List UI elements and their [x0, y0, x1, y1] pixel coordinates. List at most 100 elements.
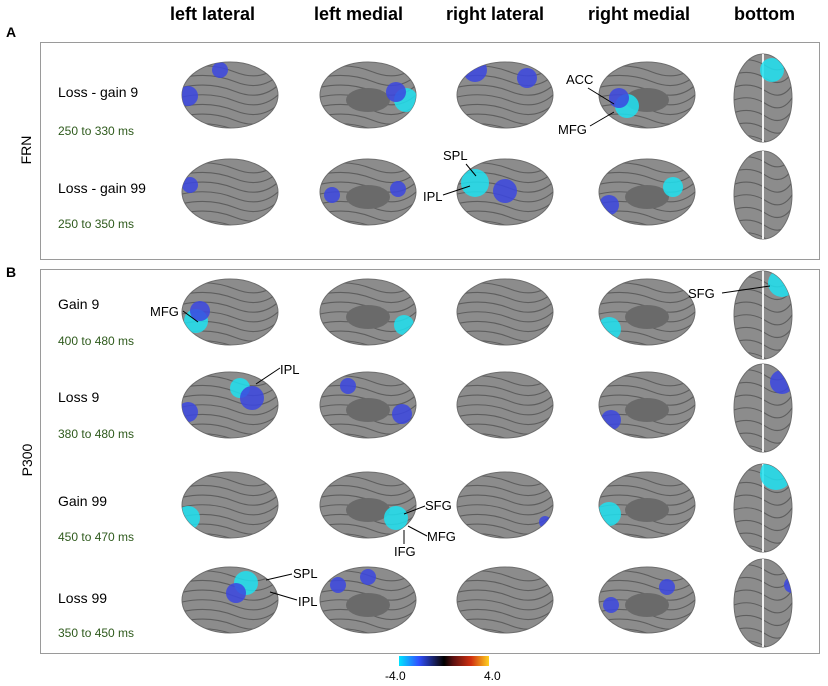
sulcus-line — [182, 103, 278, 116]
brain-row1-bottom — [733, 53, 793, 143]
annotation-ipl-row2: IPL — [423, 189, 443, 204]
activation-blob — [663, 177, 683, 197]
brain-row1-right-lateral — [456, 61, 554, 129]
sulcus-line — [734, 394, 792, 406]
brain-row4-right-medial — [598, 371, 696, 439]
sulcus-line — [457, 94, 553, 106]
row3-time: 400 to 480 ms — [58, 334, 135, 348]
sulcus-line — [734, 481, 792, 494]
sulcus-line — [182, 84, 278, 96]
sulcus-line — [320, 74, 416, 87]
column-header-left-lateral: left lateral — [170, 4, 256, 24]
sulcus-line — [734, 194, 792, 206]
activation-blob — [463, 62, 487, 82]
sulcus-line — [182, 504, 278, 516]
panel-b-letter: B — [6, 264, 17, 280]
sulcus-line — [457, 413, 553, 426]
column-header-bottom: bottom — [734, 4, 795, 24]
sulcus-line — [599, 484, 695, 497]
brain-row6-left-medial — [319, 566, 417, 634]
sulcus-line — [734, 419, 792, 432]
brain-row2-bottom — [733, 150, 793, 240]
sulcus-line — [320, 171, 416, 184]
activation-blob — [240, 386, 264, 410]
medial-wall — [346, 398, 390, 422]
annotation-mfg-row5: MFG — [427, 529, 456, 544]
sulcus-line — [182, 200, 278, 213]
annotation-acc: ACC — [566, 72, 594, 87]
sulcus-line — [734, 181, 792, 193]
brain-row6-right-lateral — [456, 566, 554, 634]
sulcus-line — [734, 97, 792, 109]
column-header-right-lateral: right lateral — [446, 4, 545, 24]
sulcus-line — [734, 326, 792, 339]
activation-blob — [599, 195, 619, 215]
medial-wall — [625, 398, 669, 422]
annotation-sfg-row3: SFG — [688, 286, 715, 301]
sulcus-line — [182, 404, 278, 416]
sulcus-line — [457, 404, 553, 416]
brain-row4-left-lateral — [181, 371, 279, 439]
activation-blob — [392, 404, 412, 424]
activation-blob — [226, 583, 246, 603]
sulcus-line — [457, 579, 553, 592]
sulcus-line — [320, 291, 416, 304]
activation-blob — [212, 62, 228, 78]
sulcus-line — [182, 599, 278, 611]
activation-blob — [340, 378, 356, 394]
brain-row4-bottom — [733, 363, 793, 453]
brain-row1-left-lateral — [181, 61, 279, 129]
activation-blob — [493, 179, 517, 203]
sulcus-line — [457, 320, 553, 333]
brain-row1-right-medial — [598, 61, 696, 129]
activation-blob — [190, 301, 210, 321]
colorbar-max-label: 4.0 — [484, 669, 501, 683]
brain-row5-right-medial — [598, 471, 696, 539]
row2-time: 250 to 350 ms — [58, 217, 135, 231]
sulcus-line — [734, 494, 792, 506]
brain-row2-right-lateral — [456, 158, 554, 226]
sulcus-line — [599, 171, 695, 184]
colorbar — [399, 656, 489, 666]
sulcus-line — [182, 291, 278, 304]
annotation-ifg-row5: IFG — [394, 544, 416, 559]
brain-row3-bottom — [733, 270, 793, 360]
row4-condition: Loss 9 — [58, 389, 100, 405]
sulcus-line — [457, 291, 553, 304]
activation-blob — [659, 579, 675, 595]
sulcus-line — [457, 504, 553, 516]
activation-blob — [609, 88, 629, 108]
sulcus-line — [734, 314, 792, 326]
annotation-ipl-row4: IPL — [280, 362, 300, 377]
medial-wall — [346, 88, 390, 112]
medial-wall — [346, 185, 390, 209]
sulcus-line — [182, 394, 278, 406]
brain-row6-right-medial — [598, 566, 696, 634]
sulcus-line — [182, 413, 278, 426]
activation-blob — [330, 577, 346, 593]
sulcus-line — [182, 74, 278, 87]
activation-blob — [182, 86, 198, 106]
row1-condition: Loss - gain 9 — [58, 84, 139, 100]
brain-row4-right-lateral — [456, 371, 554, 439]
sulcus-line — [599, 291, 695, 304]
column-header-right-medial: right medial — [588, 4, 691, 24]
brain-row6-left-lateral — [181, 566, 279, 634]
sulcus-line — [182, 608, 278, 621]
sulcus-line — [734, 507, 792, 519]
medial-wall — [346, 593, 390, 617]
panel-b-side-label: P300 — [19, 443, 35, 477]
brain-row5-left-lateral — [181, 471, 279, 539]
annotation-ipl-row6: IPL — [298, 594, 318, 609]
row5-condition: Gain 99 — [58, 493, 108, 509]
brain-row2-right-medial — [598, 158, 696, 226]
brain-row2-left-lateral — [181, 158, 279, 226]
row6-time: 350 to 450 ms — [58, 626, 135, 640]
activation-blob — [770, 370, 792, 394]
activation-blob — [182, 506, 200, 530]
activation-blob — [394, 315, 414, 335]
sulcus-line — [457, 301, 553, 313]
annotation-spl-row2: SPL — [443, 148, 468, 163]
activation-blob — [360, 569, 376, 585]
panel-a-letter: A — [6, 24, 17, 40]
